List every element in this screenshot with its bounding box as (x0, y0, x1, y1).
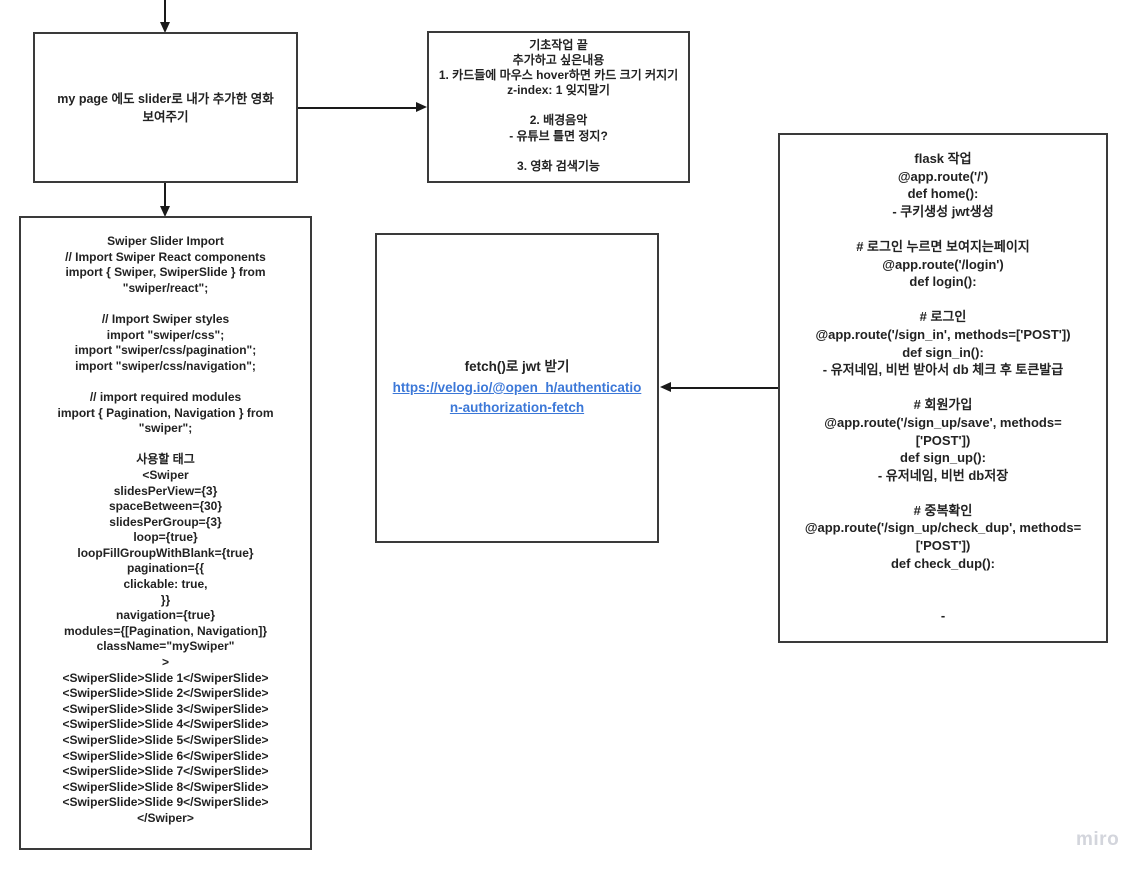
arrow-line-mypage-to-todo (298, 107, 419, 109)
shape-mypage-note[interactable]: my page 에도 slider로 내가 추가한 영화 보여주기 (33, 32, 298, 183)
miro-logo-watermark: miro (1076, 829, 1120, 850)
arrow-line-into-mypage (164, 0, 166, 24)
velog-auth-article-link[interactable]: https://velog.io/@open_h/authentication-… (392, 379, 642, 416)
arrow-line-mypage-to-swiper (164, 183, 166, 208)
arrow-line-flask-to-fetch (669, 387, 778, 389)
todo-note-text: 기초작업 끝 추가하고 싶은내용 1. 카드들에 마우스 hover하면 카드 … (438, 38, 679, 173)
swiper-code-text: Swiper Slider Import // Import Swiper Re… (57, 234, 274, 825)
shape-todo-note[interactable]: 기초작업 끝 추가하고 싶은내용 1. 카드들에 마우스 hover하면 카드 … (427, 31, 690, 183)
shape-fetch-jwt-note[interactable]: fetch()로 jwt 받기 https://velog.io/@open_h… (375, 233, 659, 543)
mypage-note-text: my page 에도 slider로 내가 추가한 영화 보여주기 (57, 91, 274, 124)
arrowhead-mypage-to-todo (416, 102, 427, 112)
shape-flask-code-note[interactable]: flask 작업 @app.route('/') def home(): - 쿠… (778, 133, 1108, 643)
arrowhead-flask-to-fetch (660, 382, 671, 392)
flask-code-text: flask 작업 @app.route('/') def home(): - 쿠… (804, 151, 1082, 624)
shape-swiper-code-note[interactable]: Swiper Slider Import // Import Swiper Re… (19, 216, 312, 850)
fetch-jwt-title: fetch()로 jwt 받기 (464, 359, 570, 375)
arrowhead-into-mypage (160, 22, 170, 33)
arrowhead-mypage-to-swiper (160, 206, 170, 217)
